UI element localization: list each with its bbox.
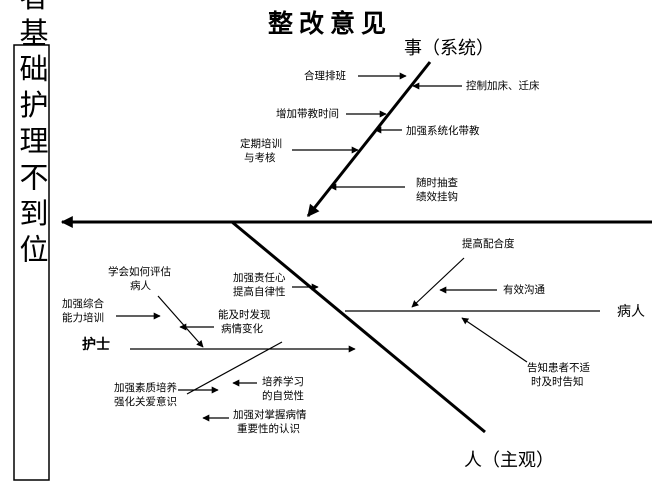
cause-cooperation-arrow: [411, 257, 465, 308]
cause-bed-control: 控制加床、迁床: [466, 79, 540, 92]
system-bone: [306, 61, 432, 217]
cause-scheduling: 合理排班: [304, 69, 346, 82]
cause-comprehensive-line2: 能力培训: [62, 311, 104, 324]
effect-text: 危重患者基础护理不到位: [15, 0, 49, 263]
cause-quality-line2: 强化关爱意识: [114, 395, 177, 408]
cause-assess-line2: 病人: [130, 279, 151, 292]
cause-inform-arrow: [461, 317, 528, 363]
cause-self-study-line2: 的自觉性: [262, 389, 304, 402]
cause-cooperation: 提高配合度: [462, 237, 515, 250]
cause-mentoring-time: 增加带教时间: [276, 107, 339, 120]
patient-branch-label: 病人: [617, 304, 645, 320]
effect-box: [13, 44, 50, 481]
cause-inform-line1: 告知患者不适: [527, 361, 590, 374]
cause-detect-line1: 能及时发现: [218, 308, 271, 321]
cause-assess-arrow: [157, 295, 204, 348]
cause-detect-line2: 病情变化: [221, 322, 263, 335]
nurse-sub-bone: [186, 341, 283, 395]
diagram-title: 整改意见: [268, 9, 392, 38]
subjective-branch-label: 人（主观）: [464, 450, 554, 471]
cause-training-line2: 与考核: [244, 151, 276, 164]
system-branch-label: 事（系统）: [404, 38, 494, 59]
cause-comprehensive-line1: 加强综合: [62, 297, 104, 310]
cause-responsibility-line2: 提高自律性: [233, 285, 286, 298]
nurse-branch-label: 护士: [82, 336, 110, 353]
cause-quality-line1: 加强素质培养: [114, 381, 177, 394]
cause-assess-line1: 学会如何评估: [108, 265, 171, 278]
cause-importance-line1: 加强对掌握病情: [233, 408, 307, 421]
cause-importance-line2: 重要性的认识: [237, 422, 300, 435]
cause-spot-check-line1: 随时抽查: [416, 176, 458, 189]
cause-communication: 有效沟通: [503, 283, 545, 296]
cause-spot-check-line2: 绩效挂钩: [416, 190, 458, 203]
cause-responsibility-line1: 加强责任心: [233, 271, 286, 284]
cause-self-study-line1: 培养学习: [262, 375, 304, 388]
cause-inform-line2: 时及时告知: [531, 375, 584, 388]
cause-training-line1: 定期培训: [240, 137, 282, 150]
subjective-bone: [231, 220, 486, 434]
cause-systematic-teaching: 加强系统化带教: [406, 124, 480, 137]
